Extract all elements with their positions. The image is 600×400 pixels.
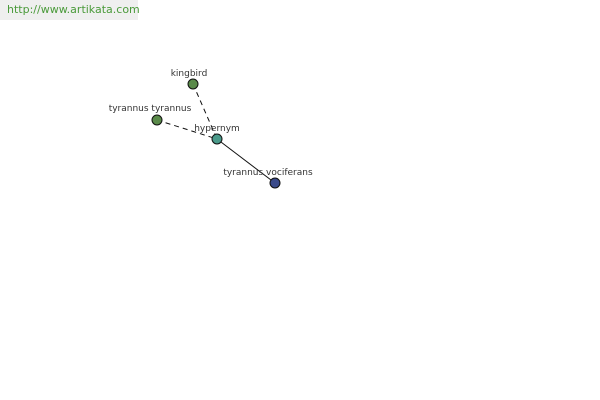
node-kingbird[interactable]: kingbird: [171, 69, 208, 90]
node-tyrannus-vociferans[interactable]: tyrannus vociferans: [223, 168, 313, 189]
node-marker-hypernym[interactable]: [211, 133, 223, 145]
edge-tyrannus-tyrannus-hypernym: [156, 119, 218, 140]
node-marker-tyrannus-tyrannus[interactable]: [151, 114, 163, 126]
node-label-tyrannus-vociferans: tyrannus vociferans: [223, 168, 313, 178]
node-tyrannus-tyrannus[interactable]: tyrannus tyrannus: [109, 104, 192, 126]
node-label-tyrannus-tyrannus: tyrannus tyrannus: [109, 104, 192, 114]
node-hypernym[interactable]: hypernym: [194, 124, 240, 145]
node-label-hypernym: hypernym: [194, 124, 240, 134]
node-marker-kingbird[interactable]: [187, 78, 199, 90]
edge-hypernym-tyrannus-vociferans: [216, 138, 276, 184]
source-url-link[interactable]: http://www.artikata.com: [0, 0, 140, 20]
node-label-kingbird: kingbird: [171, 69, 208, 79]
node-marker-tyrannus-vociferans[interactable]: [269, 177, 281, 189]
edge-kingbird-hypernym: [192, 83, 218, 140]
